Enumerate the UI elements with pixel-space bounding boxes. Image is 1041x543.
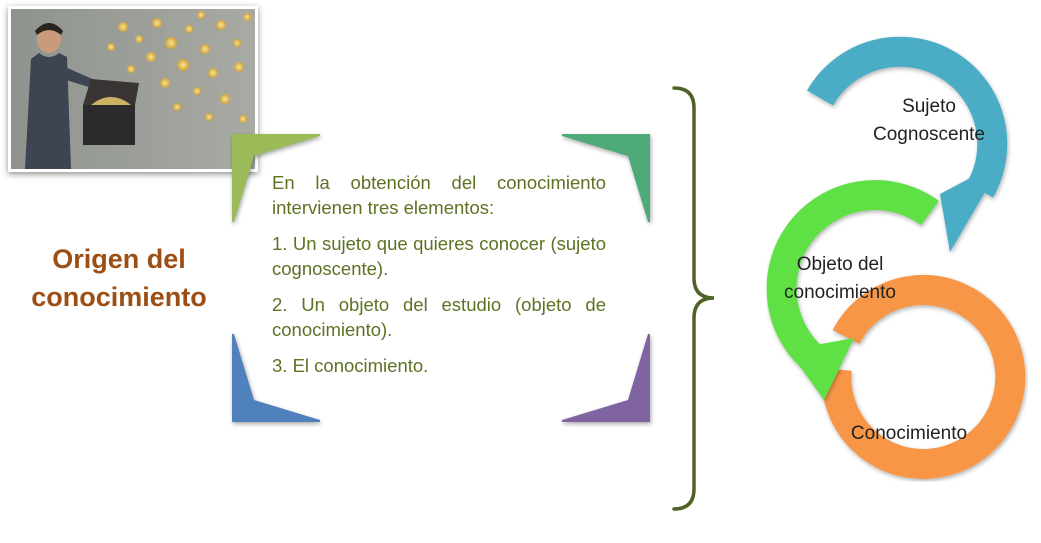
objeto-ring [766, 180, 939, 400]
description-item-1: 1. Un sujeto que quieres conocer (sujeto… [272, 233, 606, 279]
right-curly-brace [672, 86, 716, 511]
corner-top-left-decoration [232, 134, 320, 222]
description-item-2: 2. Un objeto del estudio (objeto de cono… [272, 294, 606, 340]
conocimiento-ring [821, 274, 1026, 479]
man-with-lightbulb-chest-photo [8, 6, 258, 172]
description-text-block: En la obtención del conocimiento intervi… [272, 170, 606, 389]
description-item-3: 3. El conocimiento. [272, 355, 429, 376]
corner-top-right-decoration [562, 134, 650, 222]
cycle-label-sujeto: Sujeto Cognoscente [873, 96, 985, 145]
description-intro: En la obtención del conocimiento intervi… [272, 172, 606, 218]
cycle-label-objeto: Objeto del conocimiento [784, 254, 896, 303]
corner-bottom-left-decoration [232, 334, 320, 422]
sujeto-ring [807, 36, 1008, 252]
knowledge-cycle-diagram: Sujeto Cognoscente Objeto del conocimien… [728, 0, 1041, 543]
cycle-label-conocimiento: Conocimiento [850, 423, 968, 444]
corner-bottom-right-decoration [562, 334, 650, 422]
main-title: Origen del conocimiento [31, 244, 207, 312]
